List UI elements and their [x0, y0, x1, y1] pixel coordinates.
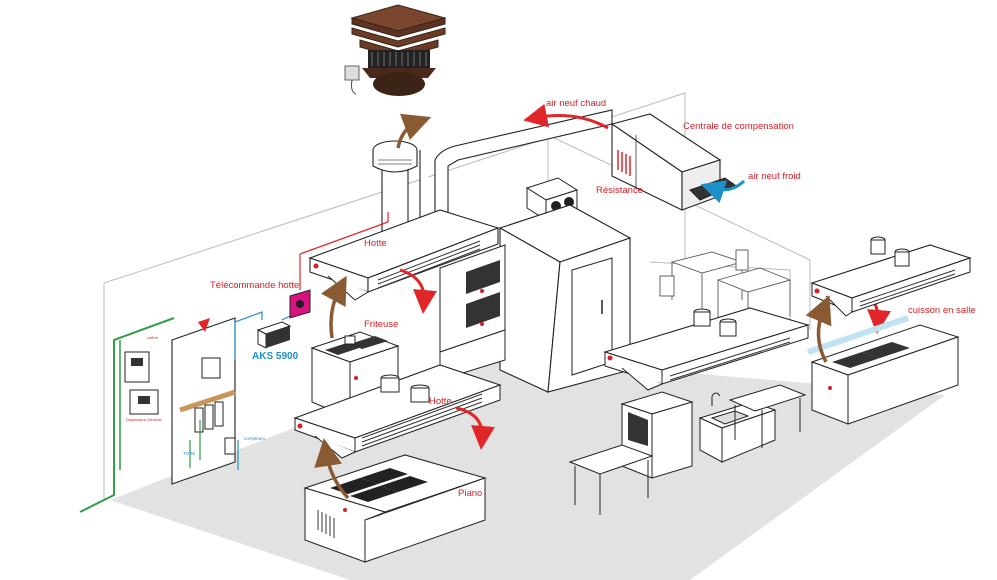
label-cuisson-en-salle: cuisson en salle [908, 305, 976, 316]
label-resistance: Résistance [596, 185, 643, 196]
label-piano: Piano [458, 488, 483, 499]
label-coffret: coffret [147, 335, 159, 340]
rooftop-extract-fan [344, 4, 447, 96]
hood-air-arrow-1 [399, 268, 437, 314]
label-telecommande: Télécommande hotte [210, 280, 300, 291]
label-friteuse: Friteuse [364, 319, 399, 330]
cabling [79, 212, 389, 513]
label-disjoncteur: Disjoncteur Général [126, 417, 162, 422]
work-table-left [568, 444, 654, 515]
label-aks: AKS 5900 [252, 351, 299, 362]
piano-cooking-range [303, 454, 487, 563]
label-hotte-1: Hotte [364, 238, 387, 249]
hood-remote-control [289, 289, 311, 319]
salle-exhaust-arrow [805, 295, 832, 363]
heating-coil-icon [617, 150, 631, 176]
sink-table [698, 384, 807, 463]
electrical-panel [124, 317, 236, 485]
dining-room-cooking-line [807, 315, 960, 425]
hood-dining-room [810, 236, 972, 317]
exhaust-up-arrow [396, 113, 432, 149]
label-air-neuf-froid: air neuf froid [748, 171, 801, 182]
fryer-exhaust-arrow [321, 275, 347, 339]
piano-exhaust-arrow [314, 438, 350, 500]
hood-center [603, 307, 810, 391]
label-hotte-2: Hotte [429, 396, 452, 407]
label-compteurs: compteurs [244, 436, 266, 441]
cold-air-arrow [700, 179, 746, 204]
oven-stack [439, 244, 506, 381]
label-tore: TORE [183, 451, 196, 456]
dishwasher [620, 391, 694, 479]
label-air-neuf-chaud: air neuf chaud [546, 98, 607, 109]
label-centrale: Centrale de compensation [683, 121, 794, 132]
warm-air-arrow [523, 103, 609, 130]
hood-air-arrow-2 [455, 406, 495, 450]
lightning-warning-icon [198, 318, 210, 332]
aks-controller [256, 321, 292, 349]
